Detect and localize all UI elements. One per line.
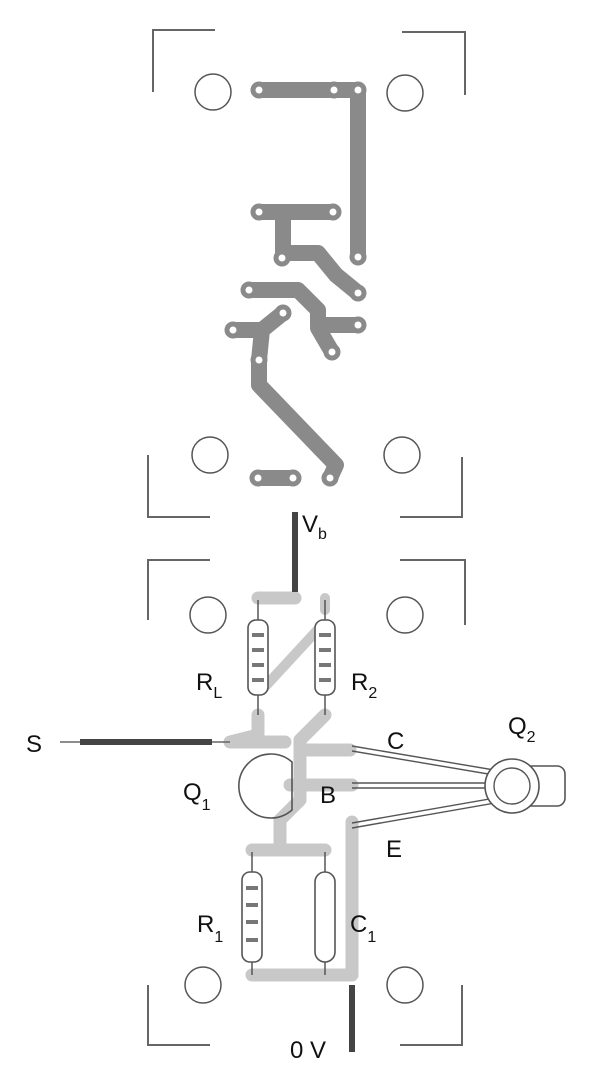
corner-brackets-top: [147, 29, 466, 518]
resistor-rl: [247, 600, 269, 715]
label-rl: RL: [196, 669, 222, 702]
mounting-holes-top: [191, 73, 424, 474]
resistor-r2: [314, 600, 336, 715]
copper-pads: [224, 81, 367, 487]
mounting-holes-bottom: [184, 596, 424, 1004]
label-r1: R1: [197, 911, 223, 946]
capacitor-c1: [314, 852, 336, 975]
transistor-q2-leads: [351, 745, 518, 829]
label-e: E: [386, 836, 402, 863]
label-r2: R2: [351, 669, 377, 702]
label-s: S: [26, 731, 42, 758]
label-b: B: [320, 782, 336, 809]
label-q2: Q2: [508, 713, 536, 746]
label-vb: Vb: [302, 511, 327, 543]
silk-traces: [223, 591, 359, 982]
component-layout-board: [60, 512, 566, 1052]
transistor-q1: [238, 753, 293, 819]
label-c1: C1: [350, 911, 376, 946]
label-c: C: [387, 728, 404, 755]
transistor-q2: [484, 758, 566, 814]
resistor-r1: [241, 852, 263, 975]
label-q1: Q1: [183, 779, 211, 814]
labels: Vb RL R2 S Q1 Q2 C B E R1 C1 0 V: [26, 511, 536, 1064]
corner-brackets-bottom: [147, 559, 466, 1046]
copper-layout-board: [147, 29, 466, 518]
label-0v: 0 V: [290, 1037, 326, 1064]
